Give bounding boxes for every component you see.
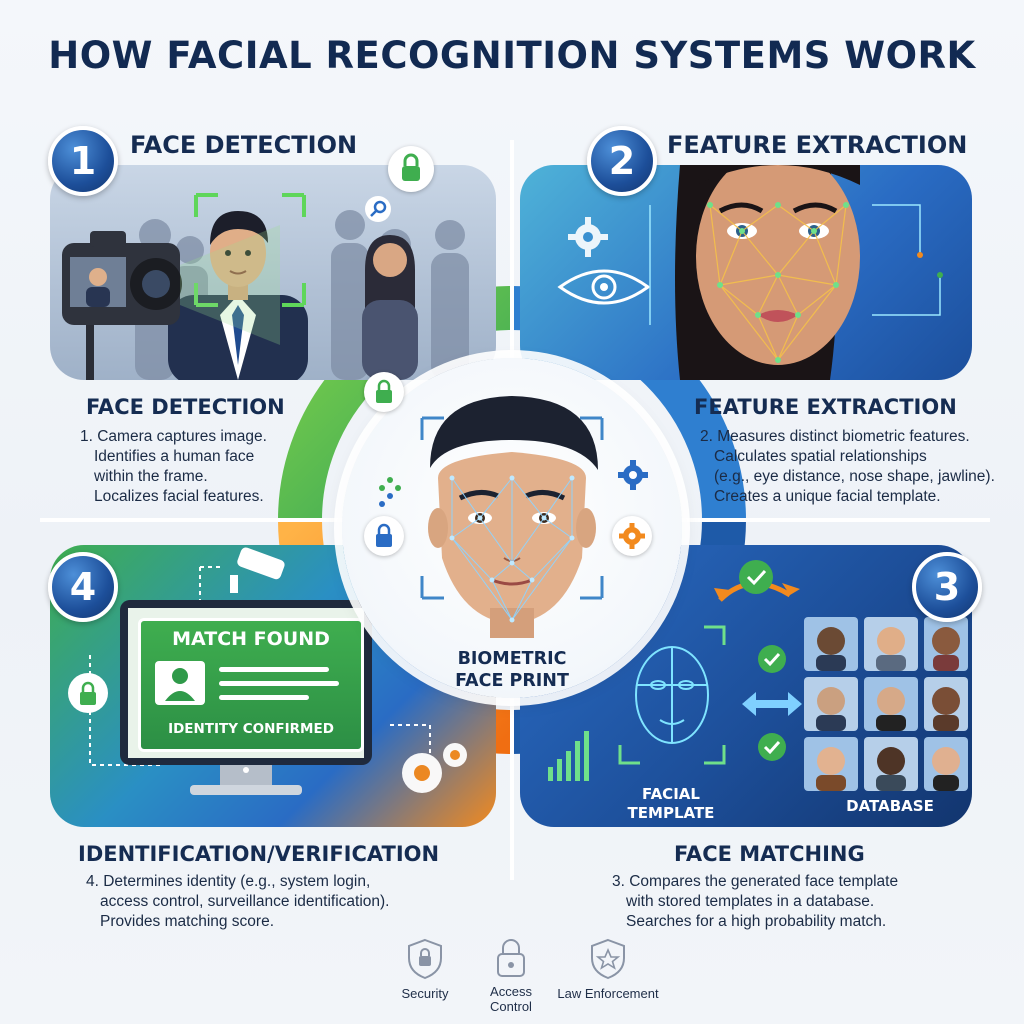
database-label: DATABASE — [846, 797, 934, 815]
description-line: within the frame. — [94, 468, 208, 485]
eye-icon — [557, 269, 651, 305]
id-line — [219, 695, 309, 700]
padlock-icon — [497, 939, 525, 977]
step-4-badge: 4 — [48, 552, 118, 622]
feature-extraction-heading: FEATURE EXTRACTION — [694, 395, 957, 419]
step-1-badge: 1 — [48, 126, 118, 196]
lock-icon — [388, 146, 434, 192]
shield-lock-icon — [408, 938, 442, 980]
face-print-illustration — [379, 396, 604, 638]
gear-icon — [616, 458, 650, 492]
step-2-badge: 2 — [587, 126, 657, 196]
step-3-badge: 3 — [912, 552, 982, 622]
description-line: Identifies a human face — [94, 448, 255, 465]
identification-heading: IDENTIFICATION/VERIFICATION — [78, 842, 440, 866]
security-camera-icon — [230, 547, 285, 593]
description-line: Provides matching score. — [100, 913, 275, 930]
footer-label: Security — [401, 986, 449, 1001]
step-2-title: FEATURE EXTRACTION — [667, 131, 968, 159]
face-matching-heading: FACE MATCHING — [674, 842, 865, 866]
user-avatar-icon — [155, 661, 205, 705]
description-line: 4. Determines identity (e.g., system log… — [86, 873, 371, 890]
biometric-face-print-label: BIOMETRIC FACE PRINT — [412, 648, 612, 692]
footer-law-enforcement: Law Enforcement — [548, 936, 668, 1001]
description-line: Calculates spatial relationships — [714, 448, 927, 465]
footer-label-line: Access — [490, 984, 532, 999]
crowd-scene-illustration — [62, 193, 469, 380]
center-label-line: BIOMETRIC — [457, 649, 567, 669]
badge-star-icon — [591, 938, 625, 980]
compare-arrow-icon — [742, 692, 802, 716]
lock-icon — [364, 516, 404, 556]
face-matching-description: 3. Compares the generated face template … — [612, 872, 972, 932]
face-detection-heading: FACE DETECTION — [86, 395, 285, 419]
bar-chart-icon — [548, 731, 589, 781]
facial-template-label: FACIAL TEMPLATE — [616, 785, 726, 823]
gear-icon — [612, 516, 652, 556]
step-1-title: FACE DETECTION — [130, 131, 358, 159]
match-screen: MATCH FOUND IDENTITY CONFIRMED — [138, 618, 364, 752]
identity-confirmed-text: IDENTITY CONFIRMED — [168, 721, 334, 737]
detection-bracket — [194, 193, 306, 307]
camera-icon — [62, 225, 280, 380]
description-line: Searches for a high probability match. — [626, 913, 887, 930]
footer-label: Law Enforcement — [557, 986, 659, 1001]
feature-extraction-description: 2. Measures distinct biometric features.… — [700, 427, 1010, 507]
database-grid — [804, 617, 968, 791]
search-icon — [365, 196, 391, 222]
description-line: 1. Camera captures image. — [80, 428, 267, 445]
feature-extraction-panel — [520, 165, 972, 380]
facial-template-label-line: FACIAL — [642, 785, 700, 803]
identification-description: 4. Determines identity (e.g., system log… — [86, 872, 466, 932]
description-line: 2. Measures distinct biometric features. — [700, 428, 970, 445]
footer-label-line: Control — [490, 999, 532, 1014]
footer-access-control: Access Control — [476, 936, 546, 1014]
lock-icon — [68, 673, 108, 713]
footer-label: Access Control — [476, 984, 546, 1014]
gear-icon — [568, 217, 608, 257]
description-line: access control, surveillance identificat… — [100, 893, 390, 910]
description-line: with stored templates in a database. — [626, 893, 875, 910]
face-detection-description: 1. Camera captures image. Identifies a h… — [80, 427, 320, 507]
footer-security: Security — [390, 936, 460, 1001]
description-line: 3. Compares the generated face template — [612, 873, 899, 890]
match-found-text: MATCH FOUND — [172, 628, 330, 650]
description-line: (e.g., eye distance, nose shape, jawline… — [714, 468, 995, 485]
wireframe-head — [635, 646, 709, 744]
description-line: Creates a unique facial template. — [714, 488, 941, 505]
database-matching-illustration — [548, 560, 968, 791]
id-line — [219, 667, 329, 672]
center-label-line: FACE PRINT — [455, 671, 569, 691]
description-line: Localizes facial features. — [94, 488, 264, 505]
face-matching-panel: FACIAL TEMPLATE DATABASE — [520, 545, 972, 827]
id-line — [219, 681, 339, 686]
lock-icon — [364, 372, 404, 412]
gear-icon — [402, 743, 467, 793]
check-icon — [739, 560, 786, 761]
facial-template-label-line: TEMPLATE — [627, 804, 715, 822]
face-detection-panel — [50, 165, 496, 380]
page-title: HOW FACIAL RECOGNITION SYSTEMS WORK — [48, 34, 976, 77]
face-mesh-illustration — [557, 165, 943, 380]
